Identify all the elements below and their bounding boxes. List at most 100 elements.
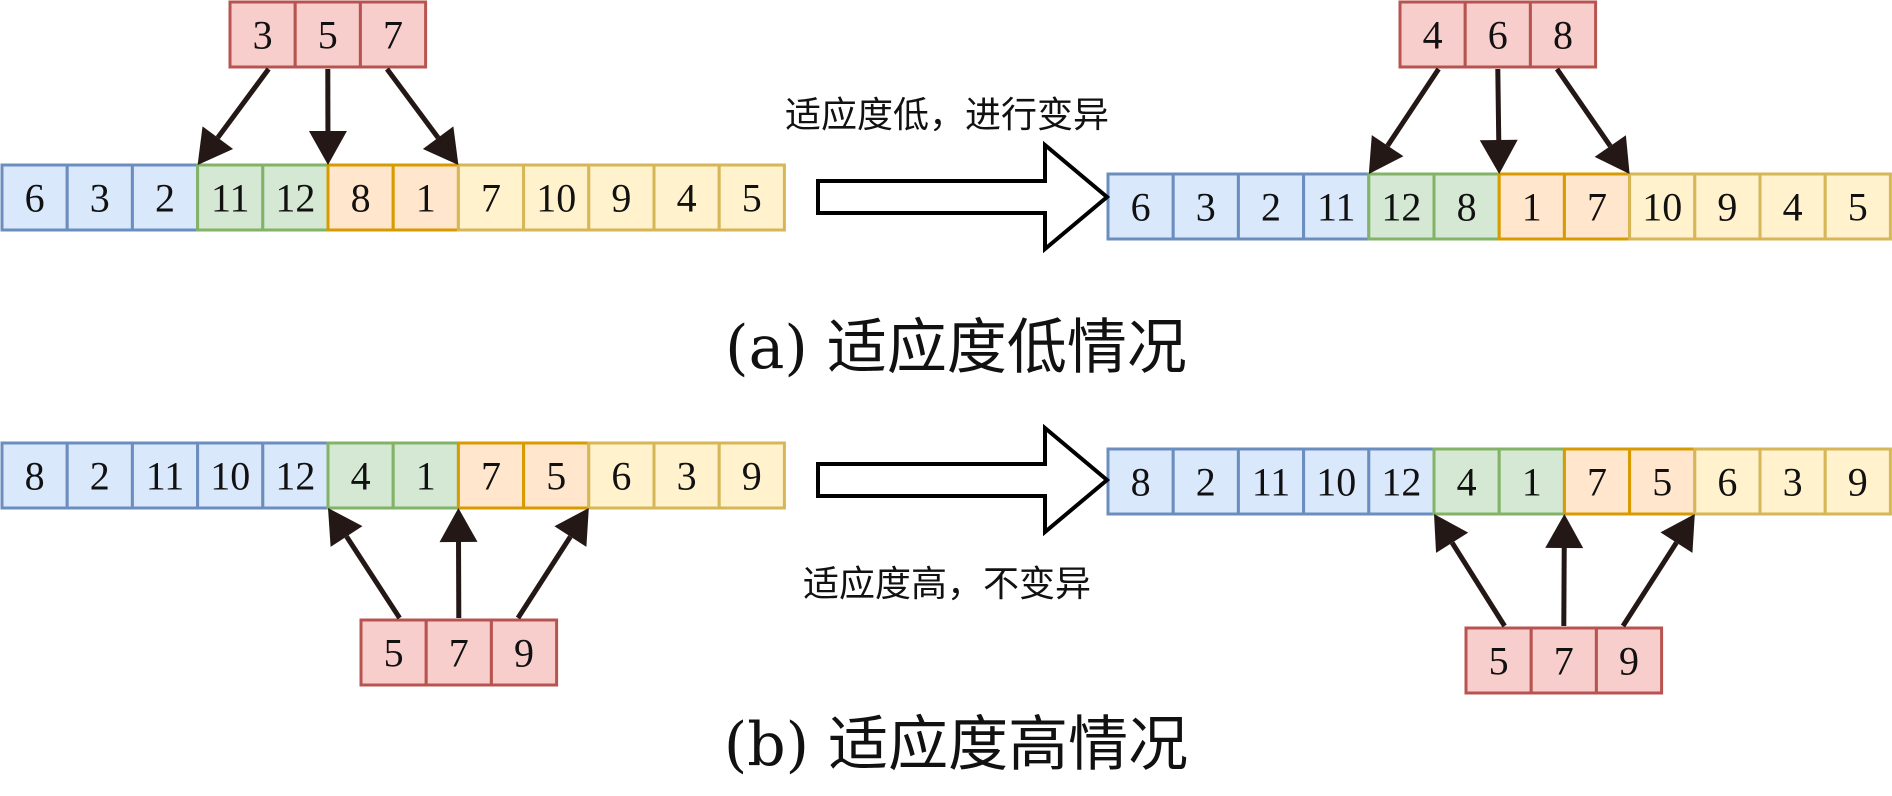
insert-arrow-b-before-1-head	[439, 508, 478, 543]
insert-point-cell-b-before-2	[489, 618, 559, 687]
insert-arrow-a-before-0-shaft	[215, 67, 271, 140]
gene-cell-a-before-0	[0, 163, 69, 232]
gene-cell-a-before-6-value: 1	[416, 176, 436, 221]
insert-point-cell-b-after-1	[1529, 626, 1598, 695]
gene-cell-b-before-4-value: 12	[275, 454, 315, 499]
gene-cell-a-before-8-value: 10	[536, 176, 576, 221]
gene-cell-b-after-0-value: 8	[1131, 460, 1151, 505]
gene-cell-b-before-3-value: 10	[210, 454, 250, 499]
gene-cell-a-before-2	[130, 163, 200, 232]
insert-arrow-b-before-0-head	[328, 508, 363, 547]
gene-cell-a-after-11-value: 5	[1848, 185, 1868, 230]
gene-cell-b-before-9	[587, 441, 656, 510]
insert-point-cell-a-after-1-value: 6	[1488, 13, 1508, 58]
gene-cell-b-after-7-value: 7	[1587, 460, 1607, 505]
gene-cell-b-before-5	[326, 441, 395, 510]
gene-cell-a-before-8	[522, 163, 591, 232]
gene-cell-a-after-2-value: 2	[1261, 185, 1281, 230]
insert-arrow-a-before-1-head	[308, 130, 347, 165]
gene-cell-b-before-8-value: 5	[546, 454, 566, 499]
insert-arrow-a-after-1-shaft	[1495, 68, 1502, 141]
insert-arrow-b-after-1-head	[1545, 514, 1584, 549]
insert-point-cell-b-after-1-value: 7	[1554, 639, 1574, 684]
gene-cell-a-after-3	[1302, 172, 1371, 241]
gene-cell-b-before-11	[717, 441, 786, 510]
gene-cell-b-before-10	[652, 441, 721, 510]
gene-cell-a-before-7	[456, 163, 526, 232]
insert-point-cell-b-before-1-value: 7	[449, 631, 469, 676]
gene-cell-a-after-6-value: 1	[1522, 185, 1542, 230]
gene-cell-a-after-0-value: 6	[1131, 185, 1151, 230]
gene-cell-a-before-0-value: 6	[25, 176, 45, 221]
gene-cell-b-after-9-value: 6	[1717, 460, 1737, 505]
gene-cell-b-after-2	[1236, 447, 1306, 516]
gene-cell-a-after-7	[1562, 172, 1632, 241]
insert-point-cell-a-before-0	[228, 0, 297, 69]
gene-cell-a-after-5	[1432, 172, 1501, 241]
gene-cell-a-after-4	[1367, 172, 1436, 241]
insert-arrow-b-after-0-shaft	[1450, 541, 1507, 628]
insert-point-cell-a-before-1-value: 5	[318, 13, 338, 58]
gene-cell-a-before-4-value: 12	[275, 176, 315, 221]
gene-cell-a-before-11	[717, 163, 786, 232]
insert-point-cell-a-after-2-value: 8	[1553, 13, 1573, 58]
gene-cell-b-after-10	[1758, 447, 1827, 516]
insert-point-cell-a-before-2-value: 7	[383, 13, 403, 58]
insert-arrow-a-before-2-head	[422, 126, 459, 165]
insert-point-cell-b-after-0-value: 5	[1489, 639, 1509, 684]
gene-cell-b-before-4	[261, 441, 330, 510]
gene-cell-b-before-3	[196, 441, 265, 510]
insert-arrow-a-after-0-head	[1368, 135, 1404, 174]
gene-cell-a-after-9	[1693, 172, 1762, 241]
transition-label-b: 适应度高，不变异	[803, 564, 1091, 605]
gene-cell-b-before-11-value: 9	[742, 454, 762, 499]
gene-cell-b-after-5-value: 4	[1457, 460, 1477, 505]
gene-cell-b-before-10-value: 3	[677, 454, 697, 499]
insert-point-cell-b-before-2-value: 9	[514, 631, 534, 676]
transition-arrow-b	[816, 423, 1111, 537]
gene-cell-b-before-6-value: 1	[416, 454, 436, 499]
insert-arrow-b-before-2-head	[554, 508, 589, 547]
gene-cell-b-after-11	[1823, 447, 1892, 516]
gene-cell-b-before-5-value: 4	[351, 454, 371, 499]
insert-arrow-a-after-1-head	[1479, 139, 1518, 174]
gene-cell-b-before-0-value: 8	[25, 454, 45, 499]
gene-cell-a-before-1	[65, 163, 134, 232]
gene-cell-b-after-8	[1628, 447, 1697, 516]
gene-cell-a-before-1-value: 3	[90, 176, 110, 221]
insert-arrow-b-before-2-shaft	[515, 535, 573, 620]
gene-cell-a-before-10-value: 4	[677, 176, 697, 221]
insert-point-cell-a-before-2	[358, 0, 428, 69]
gene-cell-a-before-5-value: 8	[351, 176, 371, 221]
gene-cell-a-before-3-value: 11	[211, 176, 250, 221]
gene-cell-b-after-5	[1432, 447, 1501, 516]
gene-cell-a-after-7-value: 7	[1587, 185, 1607, 230]
insert-point-cell-a-after-1	[1463, 0, 1532, 69]
insert-point-cell-a-before-0-value: 3	[253, 13, 273, 58]
insert-arrow-a-before-0-head	[197, 126, 234, 165]
gene-cell-b-before-9-value: 6	[611, 454, 631, 499]
gene-cell-b-after-1-value: 2	[1196, 460, 1216, 505]
gene-cell-b-after-4	[1367, 447, 1436, 516]
gene-cell-a-after-8-value: 10	[1642, 185, 1682, 230]
gene-cell-b-after-10-value: 3	[1783, 460, 1803, 505]
insert-point-cell-b-after-2-value: 9	[1619, 639, 1639, 684]
gene-cell-b-before-1-value: 2	[90, 454, 110, 499]
insert-arrow-b-after-0-head	[1434, 514, 1469, 553]
insert-point-cell-b-after-2	[1594, 626, 1664, 695]
gene-cell-b-after-6-value: 1	[1522, 460, 1542, 505]
gene-cell-a-after-9-value: 9	[1717, 185, 1737, 230]
insert-arrow-b-before-0-shaft	[344, 535, 402, 620]
gene-cell-a-after-11	[1823, 172, 1892, 241]
insert-arrow-a-after-2-head	[1594, 135, 1630, 174]
gene-cell-b-after-4-value: 12	[1381, 460, 1421, 505]
gene-cell-a-before-9-value: 9	[611, 176, 631, 221]
gene-cell-b-before-7	[456, 441, 526, 510]
transition-arrow-a	[816, 140, 1111, 254]
gene-cell-b-before-7-value: 7	[481, 454, 501, 499]
insert-arrow-b-after-2-head	[1660, 514, 1695, 553]
insert-point-cell-a-before-1	[293, 0, 362, 69]
gene-cell-a-after-4-value: 12	[1381, 185, 1421, 230]
gene-cell-a-before-9	[587, 163, 656, 232]
